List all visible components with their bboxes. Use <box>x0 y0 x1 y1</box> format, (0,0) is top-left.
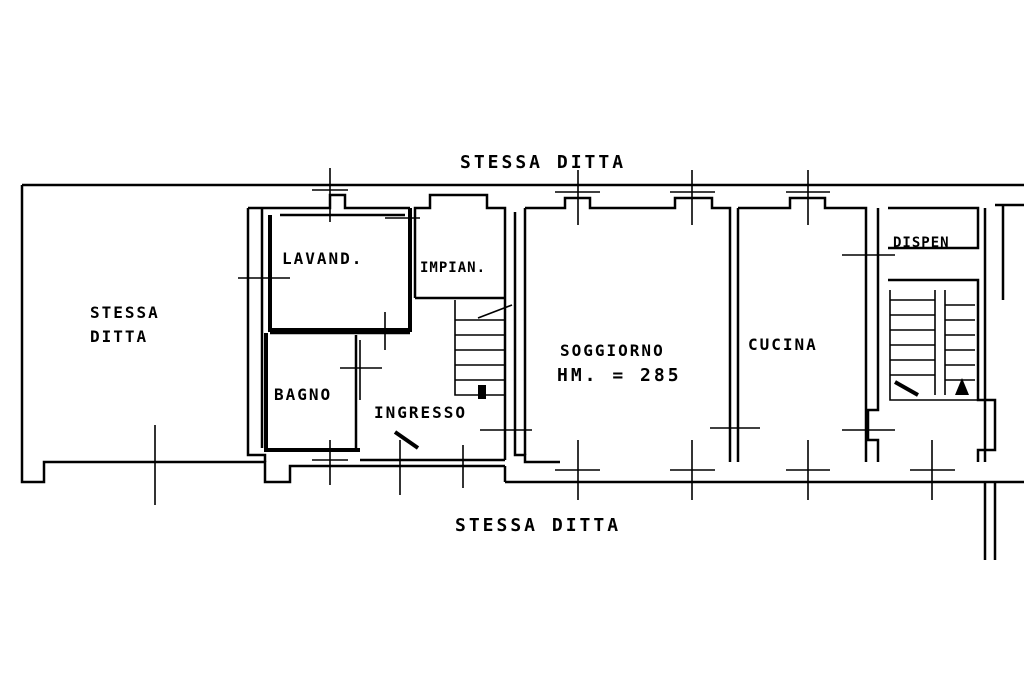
outer-walls <box>20 183 1024 484</box>
cucina-label: CUCINA <box>748 335 818 354</box>
impianti-label: IMPIAN. <box>420 260 486 276</box>
interior-walls <box>246 193 1024 560</box>
left-neighbor-label-line1: STESSA <box>90 303 160 322</box>
ingresso-label: INGRESSO <box>374 403 467 422</box>
left-neighbor-label-line2: DITTA <box>90 327 148 346</box>
soggiorno-label: SOGGIORNO <box>560 341 665 360</box>
door-marks <box>238 217 895 495</box>
soggiorno-height-label: HM. = 285 <box>557 365 682 386</box>
top-neighbor-label: STESSA DITTA <box>460 152 626 173</box>
bagno-label: BAGNO <box>274 385 332 404</box>
stairs <box>454 290 978 401</box>
dispensa-label: DISPEN <box>893 235 950 251</box>
room-labels: STESSA DITTA STESSA DITTA STESSA DITTA L… <box>90 152 950 536</box>
lavanderia-label: LAVAND. <box>282 249 363 268</box>
bottom-neighbor-label: STESSA DITTA <box>455 515 621 536</box>
window-marks <box>154 168 955 505</box>
